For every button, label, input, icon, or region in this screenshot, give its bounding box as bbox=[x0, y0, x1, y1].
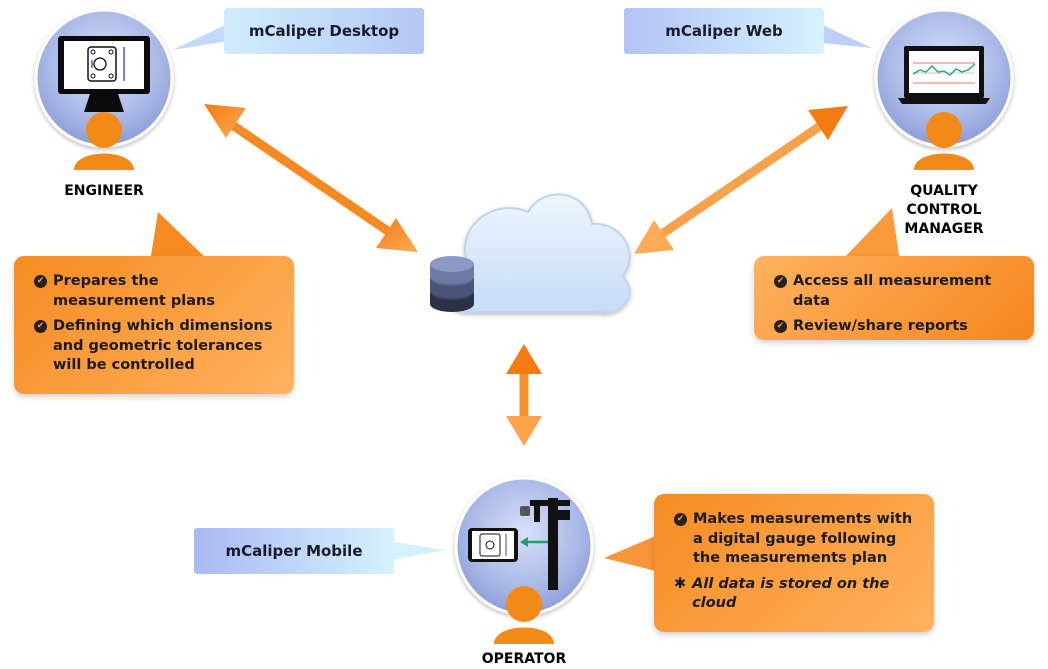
engineer-note-text: Prepares the measurement plans bbox=[53, 273, 215, 309]
cloud-operator-arrow bbox=[506, 344, 542, 446]
desktop-app-label: mCaliper Desktop bbox=[224, 8, 424, 54]
check-circle-icon: ✔ bbox=[774, 320, 787, 333]
database-icon bbox=[430, 256, 474, 312]
operator-note-item: ✔ Makes measurements with a digital gaug… bbox=[674, 510, 916, 569]
check-circle-icon: ✔ bbox=[34, 275, 47, 288]
qc-note-tail bbox=[840, 208, 900, 262]
qc-manager-note: ✔ Access all measurement data ✔ Review/s… bbox=[754, 256, 1034, 340]
engineer-note-tail bbox=[150, 212, 210, 262]
person-icon bbox=[494, 586, 554, 644]
operator-note: ✔ Makes measurements with a digital gaug… bbox=[654, 494, 934, 632]
qc-note-text: Review/share reports bbox=[793, 318, 968, 334]
operator-footnote-text: All data is stored on the cloud bbox=[692, 575, 890, 612]
desktop-label-tail bbox=[172, 20, 236, 50]
engineer-note-item: ✔ Defining which dimensions and geometri… bbox=[34, 317, 276, 376]
operator-role-label: OPERATOR bbox=[481, 651, 567, 667]
qc-manager-role-label: QUALITY CONTROL MANAGER bbox=[904, 183, 984, 237]
check-circle-icon: ✔ bbox=[774, 275, 787, 288]
check-circle-icon: ✔ bbox=[674, 513, 687, 526]
caliper-icon bbox=[520, 498, 570, 590]
qc-note-item: ✔ Review/share reports bbox=[774, 317, 1016, 337]
desktop-monitor-icon bbox=[58, 36, 150, 112]
transfer-arrowhead bbox=[520, 537, 528, 547]
qc-manager-avatar bbox=[874, 8, 1014, 170]
qc-note-item: ✔ Access all measurement data bbox=[774, 272, 1016, 311]
qc-note-text: Access all measurement data bbox=[793, 273, 992, 309]
web-app-label: mCaliper Web bbox=[624, 8, 824, 54]
qc-cloud-arrow bbox=[634, 106, 848, 254]
person-icon bbox=[74, 112, 134, 170]
engineer-note-text: Defining which dimensions and geometric … bbox=[53, 318, 273, 373]
operator-note-footnote: ✱ All data is stored on the cloud bbox=[674, 575, 916, 614]
asterisk-icon: ✱ bbox=[674, 575, 687, 592]
engineer-role-label: ENGINEER bbox=[64, 183, 144, 199]
operator-note-text: Makes measurements with a digital gauge … bbox=[693, 511, 913, 566]
smartphone-icon bbox=[468, 528, 518, 562]
operator-avatar bbox=[454, 476, 594, 644]
check-circle-icon: ✔ bbox=[34, 320, 47, 333]
laptop-chart-icon bbox=[898, 46, 990, 104]
mobile-app-label: mCaliper Mobile bbox=[194, 528, 394, 574]
web-label-tail bbox=[812, 20, 872, 48]
engineer-note: ✔ Prepares the measurement plans ✔ Defin… bbox=[14, 256, 294, 394]
mobile-label-tail bbox=[380, 540, 446, 562]
operator-note-tail bbox=[604, 534, 660, 572]
person-icon bbox=[914, 112, 974, 170]
engineer-avatar bbox=[34, 8, 174, 170]
engineer-note-item: ✔ Prepares the measurement plans bbox=[34, 272, 276, 311]
engineer-cloud-arrow bbox=[204, 104, 418, 252]
